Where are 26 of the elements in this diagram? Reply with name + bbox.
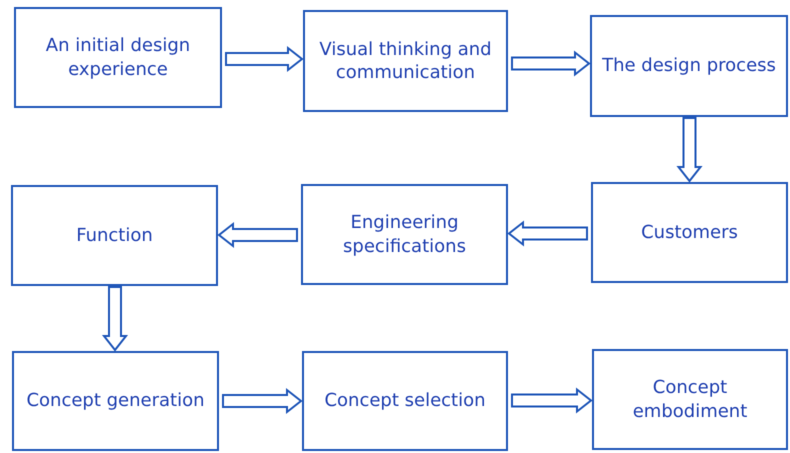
process-box <box>12 351 219 451</box>
block-arrow <box>222 388 303 414</box>
process-box <box>14 7 222 108</box>
box-label: Customers <box>641 220 738 244</box>
process-box <box>591 182 788 283</box>
process-box <box>301 184 508 285</box>
box-label: Concept embodiment <box>632 376 748 423</box>
process-box <box>590 15 788 117</box>
block-arrow <box>511 387 593 414</box>
box-label: Concept selection <box>324 389 486 413</box>
block-arrow <box>676 117 703 183</box>
box-label: Function <box>76 224 153 248</box>
box-label: Engineering specifications <box>342 211 467 258</box>
process-box <box>303 10 508 112</box>
block-arrow <box>507 220 588 247</box>
box-label: Visual thinking and communication <box>318 38 493 84</box>
box-label: The design process <box>602 54 776 78</box>
box-label: An initial design experience <box>44 34 192 81</box>
block-arrow <box>225 46 304 72</box>
process-box <box>11 185 218 286</box>
box-label: Concept generation <box>26 389 205 413</box>
block-arrow <box>217 222 298 248</box>
block-arrow <box>511 50 591 77</box>
process-box <box>592 349 788 450</box>
process-box <box>302 351 508 451</box>
block-arrow <box>102 286 128 352</box>
